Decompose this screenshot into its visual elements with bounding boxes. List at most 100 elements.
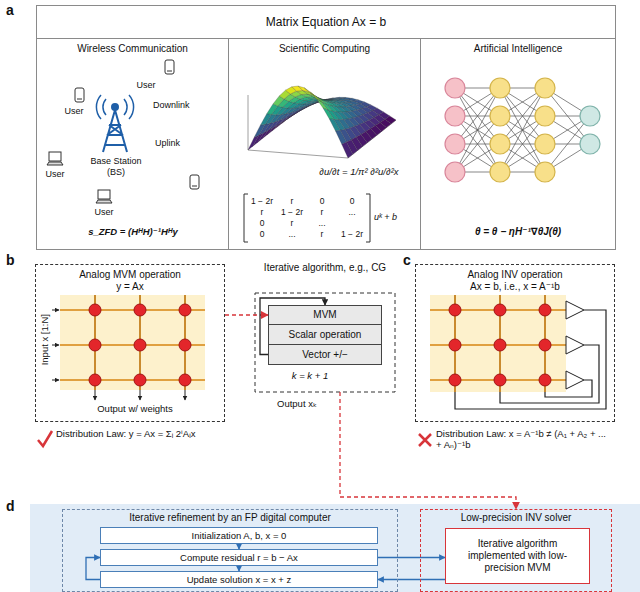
memory-cell [89, 374, 101, 386]
process-box: Iterative algorithm implemented with low… [445, 528, 590, 584]
neuron [535, 134, 555, 154]
op-amp [566, 336, 584, 354]
node-heading: Iterative refinement by an FP digital co… [63, 512, 397, 524]
neuron [535, 106, 555, 126]
annotation-text: r [277, 218, 307, 228]
annotation-text: User [88, 207, 120, 218]
crossbar-ground [430, 295, 566, 392]
surface-cell [248, 135, 259, 150]
phone-icon [165, 60, 174, 74]
annotation-text: Input x [1:N] [39, 300, 50, 380]
crossbar-array [60, 295, 205, 390]
neuron [490, 106, 510, 126]
laptop-base [47, 162, 63, 165]
annotation-text: 0 [247, 229, 277, 239]
output-arrow [95, 390, 96, 400]
node-heading: Wireless Communication [40, 43, 225, 55]
panel-letter: b [6, 252, 22, 269]
phone-body [75, 88, 84, 102]
signal-waves [96, 95, 133, 119]
crossbar-array [430, 295, 566, 392]
annotation-text: Output w/ weights [60, 403, 210, 414]
node-heading: Initialization A, b, x = 0 [101, 530, 377, 541]
annotation-text: Distribution Law: x = A⁻¹b ≠ (A₁ + A₂ + … [436, 428, 614, 451]
memory-cell [89, 304, 101, 316]
memory-cell [494, 374, 506, 386]
surface-cell [254, 124, 265, 137]
memory-cell [449, 304, 461, 316]
surface-cell [261, 114, 272, 125]
memory-cell [179, 374, 191, 386]
check-mark [38, 431, 52, 446]
memory-cell [494, 304, 506, 316]
neuron [490, 162, 510, 182]
memory-cell [449, 339, 461, 351]
memory-cell [134, 304, 146, 316]
annotation-text: k = k + 1 [270, 370, 350, 381]
process-box: Compute residual r = b − Ax [100, 549, 378, 566]
panel-frame: Analog MVM operationy = Ax [35, 264, 225, 422]
annotation-text: ∂u/∂t = 1/π² ∂²u/∂²x [300, 166, 418, 177]
phone-icon [190, 175, 199, 189]
feedback-wire [455, 310, 606, 409]
process-box: Vector +/− [268, 344, 382, 365]
process-box: MVM [268, 305, 382, 325]
annotation-text: 1 − 2r [337, 229, 367, 239]
annotation-text: ... [337, 207, 367, 217]
annotation-text: 1 − 2r [277, 207, 307, 217]
node-heading: Iterative algorithm, e.g., CG [240, 262, 410, 274]
surface-cell [336, 130, 347, 144]
matrix-bracket [244, 194, 370, 242]
connector [378, 579, 445, 580]
phone-body [190, 175, 199, 189]
laptop-screen [98, 190, 110, 199]
panel-frame: Matrix Equation Ax = bWireless Communica… [36, 5, 616, 250]
surface-cell [267, 104, 278, 115]
phone-body [165, 60, 174, 74]
annotation-text: uᵏ + b [374, 212, 414, 223]
neuron [445, 78, 465, 98]
node-heading: Scalar operation [269, 329, 381, 341]
annotation-text: ... [307, 218, 337, 228]
feedback-wire [545, 380, 592, 397]
feedback-wire [500, 345, 599, 403]
annotation-text: ... [277, 229, 307, 239]
node-subheading: y = Ax [39, 281, 221, 293]
memory-cell [539, 304, 551, 316]
memory-cell [539, 374, 551, 386]
panel-letter: d [6, 498, 22, 515]
phone-screen [77, 99, 82, 100]
node-heading: Compute residual r = b − Ax [101, 552, 377, 563]
annotation-text: 0 [337, 196, 367, 206]
memory-cell [134, 374, 146, 386]
neuron [535, 162, 555, 182]
neuron [580, 106, 600, 126]
node-heading: Iterative algorithm implemented with low… [450, 538, 585, 574]
output-arrow [185, 390, 186, 400]
network-link [455, 88, 500, 172]
antenna [112, 104, 118, 110]
node-heading: Analog MVM operation [39, 269, 221, 281]
panel-letter: c [403, 252, 419, 269]
phone-icon [75, 88, 84, 102]
memory-cell [179, 339, 191, 351]
memory-cell [539, 339, 551, 351]
neural-network [445, 78, 600, 182]
panel-frame: Wireless Communication [36, 38, 229, 250]
annotation-text: Output xₖ [262, 398, 332, 409]
node-heading: MVM [269, 309, 381, 321]
neuron [445, 134, 465, 154]
cross-mark [419, 434, 431, 446]
input-arrow [52, 310, 59, 311]
panel-letter: a [6, 2, 22, 19]
annotation-text: Distribution Law: y = Ax = Σᵢ 2ⁱAᵢx [56, 428, 226, 439]
neuron [580, 134, 600, 154]
memory-cell [134, 339, 146, 351]
dashed-frame [255, 293, 395, 392]
annotation-text: r [307, 207, 337, 217]
panel-band [30, 504, 640, 592]
annotation-text: 0 [247, 218, 277, 228]
memory-cell [179, 304, 191, 316]
node-heading: Update solution x = x + z [101, 574, 377, 585]
